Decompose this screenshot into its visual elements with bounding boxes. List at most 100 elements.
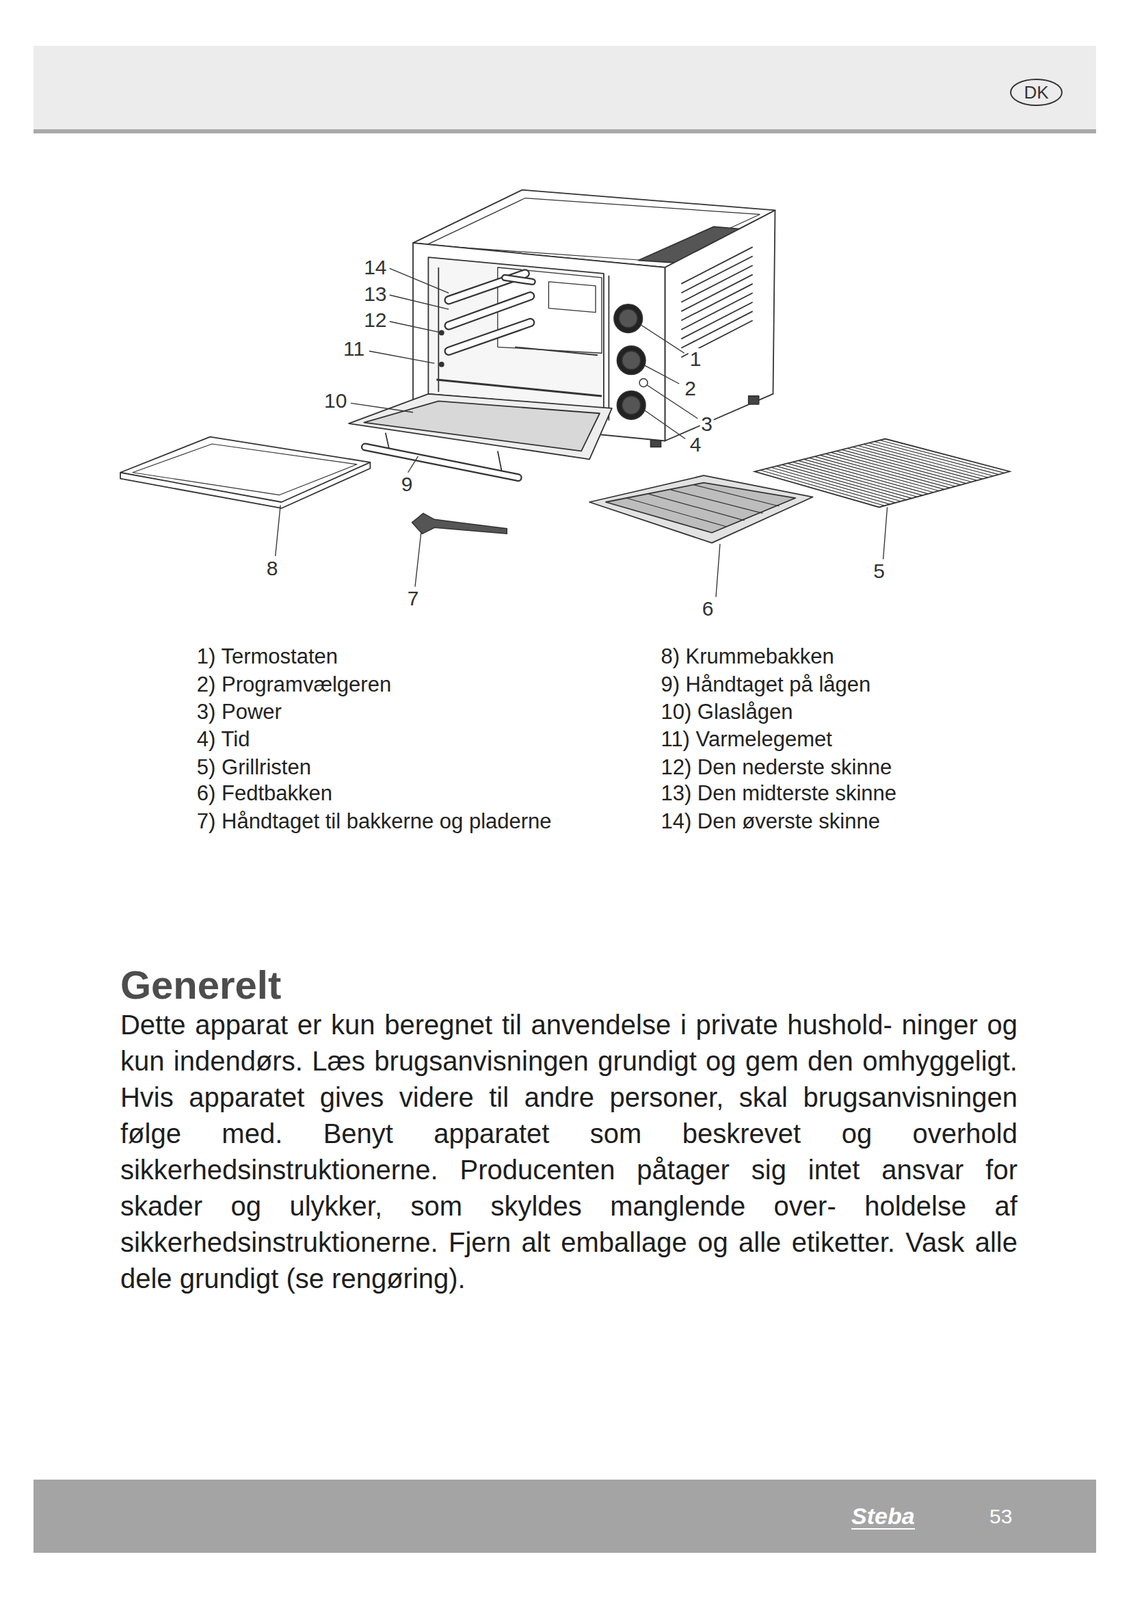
grill-rack-part xyxy=(869,442,994,476)
callout-number: 4 xyxy=(688,433,703,456)
oven-door-part xyxy=(497,450,502,472)
oven-body-part xyxy=(514,346,598,355)
callout-number: 11 xyxy=(341,337,366,360)
oven-door-part xyxy=(363,400,600,451)
leader-lines-part xyxy=(389,294,450,310)
oven-rails xyxy=(448,273,532,351)
oven-body-part xyxy=(681,292,753,330)
leader-lines-part xyxy=(715,543,721,597)
oven-knobs-part xyxy=(614,304,643,334)
parts-list-item: 7) Håndtaget til bakkerne og pladerne xyxy=(196,808,552,834)
callout-number: 12 xyxy=(362,309,388,331)
fat-pan-part xyxy=(589,475,814,543)
oven-rails-part xyxy=(448,296,530,326)
crumb-tray-part xyxy=(132,443,357,496)
grill-rack-part xyxy=(760,469,885,506)
parts-list-item: 11) Varmelegemet xyxy=(660,726,832,752)
parts-list-item: 9) Håndtaget på lågen xyxy=(660,672,871,697)
fat-pan-part xyxy=(670,489,763,513)
callout-number: 7 xyxy=(406,587,421,610)
grill-rack-part xyxy=(863,443,989,477)
oven-body-part xyxy=(436,379,602,396)
oven-door-part xyxy=(365,446,519,478)
badge-text: DK xyxy=(1023,82,1049,104)
oven-knobs-part xyxy=(622,395,641,415)
callout-number: 8 xyxy=(265,557,280,580)
oven-body-part xyxy=(681,283,753,321)
oven-door-part xyxy=(365,446,519,478)
parts-list-item: 10) Glaslågen xyxy=(660,699,793,725)
oven-body-part xyxy=(681,265,753,303)
oven-door xyxy=(348,393,612,478)
leader-lines-part xyxy=(275,504,281,556)
leader-lines xyxy=(275,268,888,597)
tray-handle-tool xyxy=(412,512,508,534)
section-heading: Generelt xyxy=(120,961,282,1008)
page-number: 53 xyxy=(989,1504,1013,1528)
grill-rack xyxy=(754,438,1010,508)
leader-lines-part xyxy=(350,402,414,412)
footer-band: Steba 53 xyxy=(33,1479,1097,1553)
parts-list-item: 6) Fedtbakken xyxy=(196,780,333,806)
grill-rack-part xyxy=(754,438,1010,508)
parts-list-item: 4) Tid xyxy=(196,726,251,752)
callout-number: 1 xyxy=(688,348,703,370)
crumb-tray-part xyxy=(120,436,370,502)
oven-knobs-part xyxy=(639,378,648,388)
parts-list-item: 2) Programvælgeren xyxy=(196,672,392,697)
parts-list-item: 5) Grillristen xyxy=(196,754,312,780)
callout-number: 6 xyxy=(700,597,716,620)
fat-pan-part xyxy=(605,482,796,533)
oven-knobs-part xyxy=(616,346,646,375)
leader-lines-part xyxy=(389,321,442,333)
language-badge: DK xyxy=(1009,78,1063,106)
oven-rails-part xyxy=(448,296,530,326)
leader-lines-part xyxy=(644,410,686,439)
oven-body-part xyxy=(439,362,444,367)
parts-list-item: 13) Den midterste skinne xyxy=(660,780,897,806)
callout-number: 5 xyxy=(871,560,887,582)
oven-body-part xyxy=(681,302,753,340)
callout-number: 9 xyxy=(400,473,415,496)
oven-body-part xyxy=(681,274,753,312)
callout-number: 3 xyxy=(699,413,714,435)
oven-body-part xyxy=(681,256,753,294)
leader-lines-part xyxy=(415,531,422,587)
callout-number: 13 xyxy=(362,283,388,305)
callout-number: 10 xyxy=(322,389,349,412)
oven-knobs-part xyxy=(616,390,646,420)
fat-pan xyxy=(589,475,814,543)
oven-body-part xyxy=(437,267,439,392)
fat-pan-part xyxy=(693,484,779,507)
parts-list-item: 1) Termostaten xyxy=(196,644,338,669)
leader-lines-part xyxy=(408,456,419,473)
oven-knobs-part xyxy=(618,309,638,328)
oven-knobs xyxy=(614,304,648,420)
header-band xyxy=(33,45,1097,134)
oven-body-part xyxy=(681,311,753,349)
oven-rails-part xyxy=(504,277,532,282)
fat-pan-part xyxy=(648,493,745,521)
parts-list-item: 8) Krummebakken xyxy=(660,644,834,669)
callout-number: 14 xyxy=(362,256,388,279)
tray-handle-tool-part xyxy=(412,512,508,534)
fat-pan-part xyxy=(626,497,727,527)
parts-list-item: 3) Power xyxy=(196,699,282,725)
oven-knobs-part xyxy=(622,350,641,370)
parts-list-item: 14) Den øverste skinne xyxy=(660,808,880,834)
oven-body-part xyxy=(748,395,760,405)
oven-rails-part xyxy=(504,277,532,282)
crumb-tray xyxy=(120,436,370,509)
oven-body-part xyxy=(548,281,596,313)
oven-body-part xyxy=(607,275,610,421)
oven-body-part xyxy=(664,209,775,441)
brand-logo: Steba xyxy=(851,1502,915,1529)
oven-body-part xyxy=(497,267,602,353)
oven-body-part xyxy=(681,246,753,284)
oven-rails-part xyxy=(448,322,530,352)
callout-number: 2 xyxy=(683,377,698,400)
grill-rack-part xyxy=(880,440,1005,474)
body-paragraph: Dette apparat er kun beregnet til anvend… xyxy=(120,1006,1018,1297)
leader-lines-part xyxy=(883,506,888,559)
